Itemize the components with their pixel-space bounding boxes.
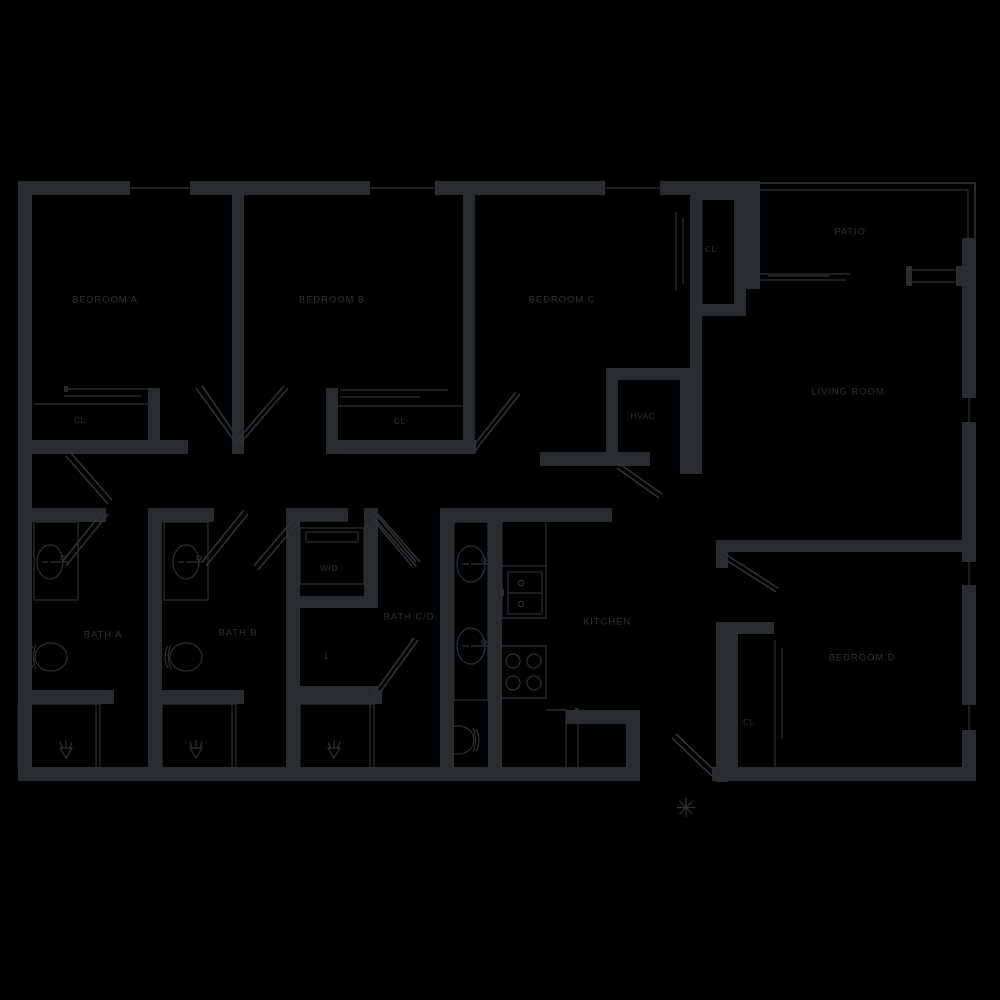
toilet-bath-b-icon (164, 642, 203, 672)
sink-bath-a-icon (33, 521, 79, 601)
room-labels: BEDROOM A BEDROOM B BEDROOM C BEDROOM D … (72, 227, 896, 664)
shower-bath-b-icon (161, 703, 237, 769)
closet-label-a: CL (74, 416, 86, 425)
kitchen-counter-lines (501, 522, 626, 768)
footnote-asterisk-icon: ✳ (675, 793, 697, 823)
patio-railing (745, 182, 976, 268)
closet-labels: CL CL CL CL (74, 245, 755, 727)
room-label-wd: W/D (320, 564, 338, 573)
window-lines (130, 187, 970, 730)
washer-dryer-icon (299, 527, 365, 585)
shower-bath-a-icon (17, 703, 101, 769)
room-label-bath-b: BATH B (218, 628, 257, 639)
sink-bath-b-icon (163, 521, 209, 601)
room-label-bath-a: BATH A (84, 630, 122, 641)
room-label-living-room: LIVING ROOM (811, 387, 884, 398)
refrigerator-icon (498, 565, 547, 619)
room-label-kitchen: KITCHEN (583, 617, 631, 628)
bath-cd-vanity (453, 521, 489, 701)
range-icon (499, 645, 547, 699)
toilet-bath-cd-icon (441, 725, 480, 755)
closet-label-d: CL (743, 718, 755, 727)
room-label-bedroom-a: BEDROOM A (72, 295, 138, 306)
door-swings (61, 385, 779, 777)
closet-label-c: CL (705, 245, 717, 254)
closet-label-b: CL (394, 417, 406, 426)
room-label-bedroom-d: BEDROOM D (829, 653, 896, 664)
toilet-bath-a-icon (29, 642, 68, 672)
room-label-patio: PATIO (834, 227, 866, 238)
patio-doors (746, 266, 962, 286)
closet-shelf-lines (34, 200, 783, 770)
room-label-bedroom-b: BEDROOM B (299, 295, 365, 306)
shower-bath-cd-icon (299, 703, 375, 769)
wall-structure (18, 181, 976, 782)
room-label-bath-cd: BATH C/D (384, 612, 435, 623)
room-label-hvac: HVAC (631, 412, 656, 421)
room-label-bedroom-c: BEDROOM C (529, 295, 596, 306)
room-label-linen: L (324, 652, 329, 661)
